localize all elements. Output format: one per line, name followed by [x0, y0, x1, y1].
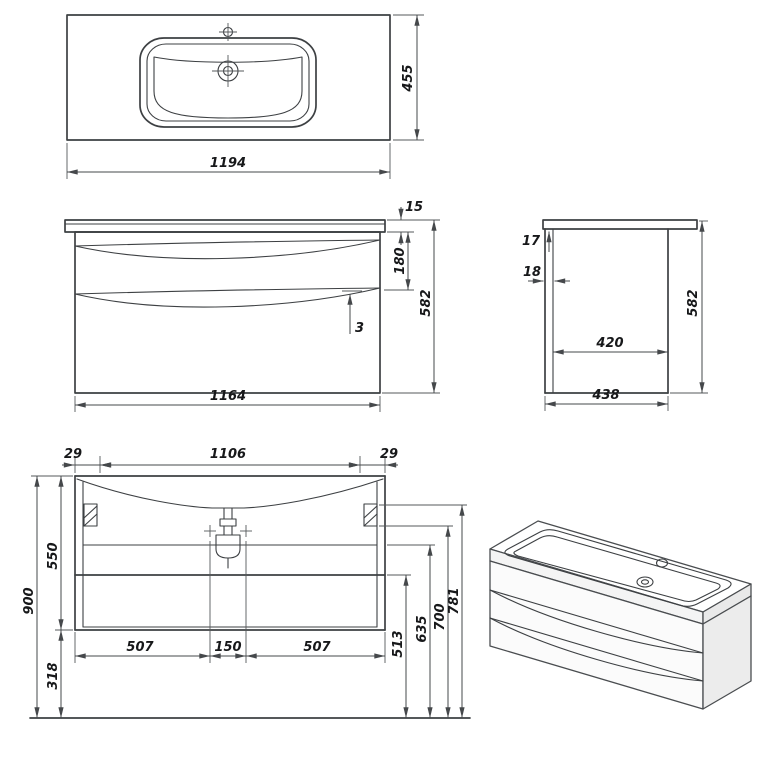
dim-section-h700: 700	[433, 603, 448, 630]
dim-plan-width: 1194	[210, 156, 246, 171]
section-dimensions-bottom: 507 150 507	[74, 541, 386, 663]
section-dimensions-left: 900 550 318	[22, 475, 73, 718]
section-view-outline	[29, 475, 471, 719]
dim-side-height: 582	[686, 289, 701, 316]
iso-basin	[504, 529, 732, 607]
plan-view-outline	[66, 14, 391, 141]
side-view: 17 18 582 420 438	[522, 219, 708, 411]
dim-side-top-detail: 17	[522, 234, 541, 249]
dim-side-panel: 18	[523, 265, 541, 280]
section-dimensions-top: 29 1106 29	[62, 447, 398, 473]
dim-section-opening: 1106	[210, 447, 246, 462]
dim-side-depth: 438	[591, 388, 619, 403]
dim-section-span-right: 507	[303, 640, 331, 655]
iso-cabinet	[489, 520, 752, 710]
dim-section-h513: 513	[391, 630, 406, 657]
dim-front-width: 1164	[210, 389, 246, 404]
section-dimensions-right: 513 635 700 781	[379, 504, 467, 718]
dim-front-drawer-height: 180	[393, 247, 408, 274]
dim-plan-depth: 455	[401, 64, 416, 92]
dim-section-h635: 635	[415, 615, 430, 642]
dim-section-h781: 781	[447, 587, 462, 614]
front-dimensions: 15 180 582 3 1164	[74, 200, 440, 412]
dim-section-edge-left: 29	[64, 447, 82, 462]
dim-section-clearance: 318	[46, 662, 61, 689]
front-view-outline	[64, 219, 386, 394]
drain-icon	[212, 55, 244, 87]
dim-front-gap: 3	[355, 321, 364, 336]
dim-section-edge-right: 29	[380, 447, 398, 462]
side-dimensions: 17 18 582 420 438	[522, 220, 708, 411]
dim-section-total-height: 900	[22, 587, 37, 614]
dim-front-height: 582	[419, 289, 434, 316]
left-bracket-icon	[83, 503, 98, 527]
side-view-outline	[542, 219, 698, 394]
iso-faucet-hole-icon	[655, 558, 669, 568]
dim-section-span-left: 507	[126, 640, 154, 655]
iso-view	[489, 520, 752, 710]
right-bracket-icon	[363, 503, 378, 527]
plan-view: 1194 455	[66, 14, 424, 179]
faucet-hole-icon	[219, 23, 237, 41]
dim-front-countertop-thickness: 15	[405, 200, 423, 215]
section-view: 29 1106 29 900 550 318 507 150 507	[22, 447, 471, 719]
plan-dimensions: 1194 455	[66, 14, 424, 179]
dim-section-body-height: 550	[46, 542, 61, 569]
dim-side-body-depth: 420	[595, 336, 623, 351]
front-view: 15 180 582 3 1164	[64, 200, 440, 412]
dim-section-trap-span: 150	[214, 640, 241, 655]
iso-drain-icon	[636, 576, 654, 588]
siphon-trap-icon	[204, 507, 252, 569]
